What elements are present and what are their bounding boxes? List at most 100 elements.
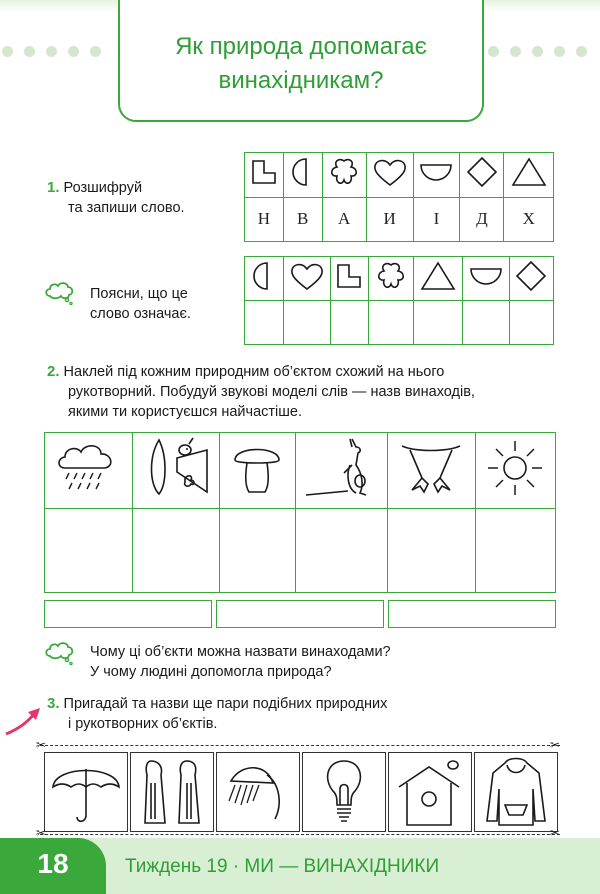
sticker-cell[interactable] — [474, 508, 557, 593]
scissors-icon: ✂ — [36, 738, 47, 752]
answer-cell[interactable] — [282, 300, 331, 345]
sticker-row — [44, 508, 557, 593]
answer-row — [244, 300, 555, 345]
code-shape-heart — [282, 256, 331, 301]
key-letter: Х — [503, 196, 554, 242]
scissors-icon: ✂ — [36, 826, 47, 840]
key-shape-triangle — [503, 152, 554, 198]
cutout-shower[interactable] — [216, 752, 300, 832]
task-2-line-2: рукотворний. Побудуй звукові моделі слів… — [68, 384, 475, 400]
object-sun — [474, 432, 557, 509]
code-shape-bowl — [462, 256, 510, 301]
bowl-icon — [470, 268, 502, 285]
code-shape-diamond — [508, 256, 555, 301]
cutout-hoodie[interactable] — [474, 752, 558, 832]
dot-row-right — [488, 44, 598, 58]
cutout-strip — [40, 745, 560, 835]
dot-row-left — [2, 44, 112, 58]
cutout-flippers[interactable] — [130, 752, 214, 832]
key-letter: Н — [244, 196, 284, 242]
key-letter: В — [282, 196, 323, 242]
title-box — [118, 0, 484, 122]
sound-model-box[interactable] — [216, 600, 384, 628]
task-3-line-1: Пригадай та назви ще пари подібних приро… — [63, 696, 388, 712]
code-shape-flower — [368, 256, 414, 301]
t-tetromino-icon — [337, 264, 362, 288]
footer-week-label: Тиждень 19 · МИ — ВИНАХІДНИКИ — [125, 856, 440, 877]
key-letter: І — [412, 196, 461, 242]
hoodie-icon — [486, 757, 546, 826]
half-circle-icon — [291, 158, 307, 187]
birdhouse-icon — [398, 760, 460, 826]
object-kangaroo — [294, 432, 389, 509]
natural-objects-row — [44, 432, 557, 509]
scissors-icon: ✂ — [550, 738, 561, 752]
sound-model-box[interactable] — [388, 600, 556, 628]
sticker-cell[interactable] — [294, 508, 389, 593]
diamond-icon — [516, 260, 547, 292]
key-letter-row: Н В А И І Д Х — [244, 196, 554, 242]
footer-number-tab — [0, 838, 106, 894]
object-mushroom — [219, 432, 296, 509]
task-2-text: 2. Наклей під кожним природним об’єктом … — [47, 362, 567, 422]
shower-icon — [228, 767, 280, 820]
answer-cell[interactable] — [412, 300, 464, 345]
answer-cell[interactable] — [368, 300, 414, 345]
sticker-cell[interactable] — [131, 508, 221, 593]
code-shape-triangle — [412, 256, 464, 301]
sun-icon — [488, 441, 543, 495]
sticker-cell[interactable] — [387, 508, 476, 593]
key-shape-diamond — [459, 152, 505, 198]
light-bulb-icon — [326, 760, 362, 822]
umbrella-icon — [52, 769, 120, 823]
rain-cloud-icon — [58, 445, 112, 490]
heart-icon — [290, 263, 323, 291]
code-shape-row — [244, 256, 555, 301]
answer-cell[interactable] — [329, 300, 370, 345]
key-shape-half-circle — [282, 152, 323, 198]
task-3-line-2: і рукотворних об’єктів. — [68, 716, 218, 732]
answer-cell[interactable] — [244, 300, 284, 345]
triangle-icon — [420, 261, 456, 290]
task-3-text: 3. Пригадай та назви ще пари подібних пр… — [47, 694, 387, 734]
title-line-2: винахідникам? — [218, 67, 384, 94]
task-1-text: 1. Розшифруй та запиши слово. — [47, 178, 185, 218]
answer-cell[interactable] — [508, 300, 555, 345]
sticker-cell[interactable] — [219, 508, 296, 593]
task-1-number: 1. — [47, 179, 60, 196]
page-title: Як природа допомагає винахідникам? — [118, 30, 484, 98]
flippers-icon — [144, 760, 200, 824]
thought-cloud-icon — [45, 282, 74, 306]
title-line-1: Як природа допомагає — [175, 33, 427, 60]
sound-model-box[interactable] — [44, 600, 212, 628]
key-shape-bowl — [412, 152, 461, 198]
explain-line-2: слово означає. — [90, 306, 191, 322]
scissors-icon: ✂ — [550, 826, 561, 840]
cutout-light-bulb[interactable] — [302, 752, 386, 832]
cutout-birdhouse[interactable] — [388, 752, 472, 832]
page-number: 18 — [37, 848, 69, 879]
key-letter: И — [365, 196, 414, 242]
kangaroo-icon — [306, 438, 367, 496]
answer-cell[interactable] — [462, 300, 510, 345]
thought-cloud-icon — [45, 642, 74, 666]
arrow-icon — [5, 708, 40, 736]
cutout-umbrella[interactable] — [44, 752, 128, 832]
question-line-2: У чому людині допомогла природа? — [90, 664, 332, 680]
key-letter: Д — [459, 196, 505, 242]
flower-icon — [377, 262, 404, 288]
duck-feet-icon — [402, 445, 461, 494]
task-3-number: 3. — [47, 695, 60, 712]
sticker-cell[interactable] — [44, 508, 133, 593]
code-table — [244, 256, 555, 345]
diamond-icon — [466, 157, 498, 188]
seed-and-bird-icon — [150, 437, 208, 496]
mushroom-icon — [234, 448, 281, 493]
t-tetromino-icon — [252, 160, 276, 185]
task-2-line-3: якими ти користуєшся найчастіше. — [68, 404, 302, 420]
half-circle-icon — [253, 262, 268, 290]
explain-line-1: Поясни, що це — [90, 286, 188, 302]
task-1-line-2: та запиши слово. — [68, 200, 185, 216]
key-shape-flower — [321, 152, 367, 198]
cipher-key-table: Н В А И І Д Х — [244, 152, 554, 242]
